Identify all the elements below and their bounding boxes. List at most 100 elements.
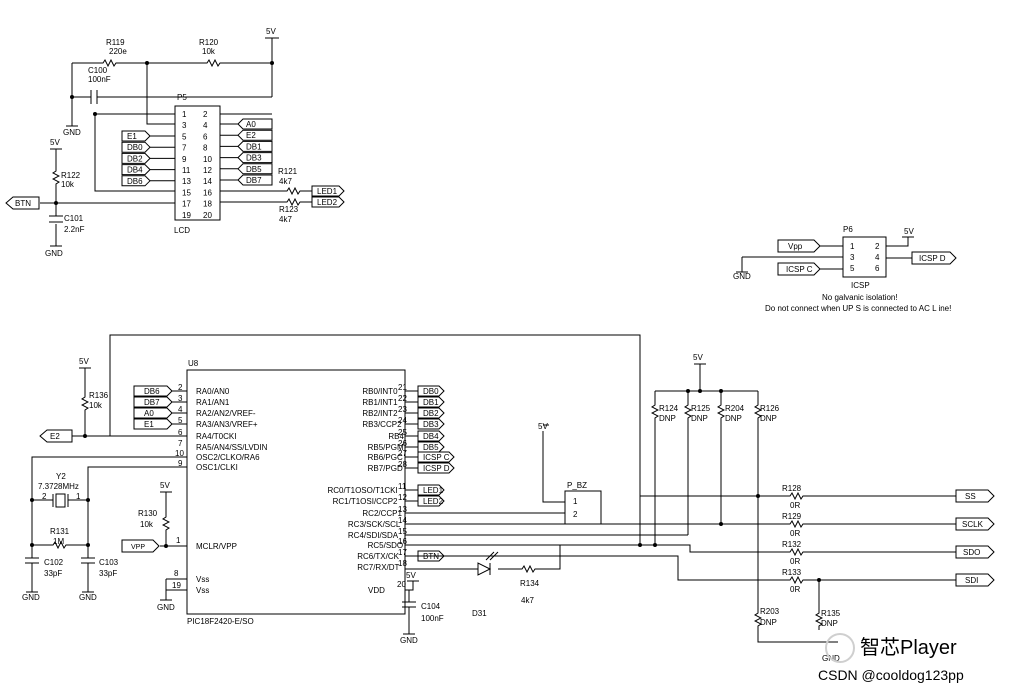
p5-tag-led2-label: LED2 [317, 198, 338, 207]
u8-pin-name-28: RB7/PGD [368, 464, 403, 473]
u8-tag-db3 [417, 418, 445, 430]
r133-ref: R133 [782, 568, 802, 577]
p6-connector [842, 236, 887, 278]
r203-value: DNP [760, 618, 777, 627]
u8-pin-7: 7 [178, 439, 183, 448]
u8-pin-15: 15 [398, 527, 407, 536]
p5-tag-db3 [237, 152, 273, 164]
y2-pin1: 1 [76, 492, 81, 501]
c101-ref: C101 [64, 214, 84, 223]
r129-ref: R129 [782, 512, 802, 521]
r119-ref: R119 [106, 38, 125, 47]
p5-pin-9: 9 [182, 155, 187, 164]
u8-pin-6: 6 [178, 428, 183, 437]
p5-tag-db6-label: DB6 [127, 177, 143, 186]
u8-pin-name-2: RA0/AN0 [196, 387, 230, 396]
r131-value: 1M [53, 537, 64, 546]
p6-pin-4: 4 [875, 253, 880, 262]
r136-ref: R136 [89, 391, 109, 400]
u8-pin-name-15: RC4/SDI/SDA [348, 531, 399, 540]
p5-tag-e1-label: E1 [127, 132, 137, 141]
c104-value: 100nF [421, 614, 444, 623]
u8-tag-e1-label: E1 [144, 420, 154, 429]
p5-tag-led1-label: LED1 [317, 187, 338, 196]
r132-value: 0R [790, 557, 800, 566]
p5-pin-7: 7 [182, 144, 187, 153]
u8-pin-10: 10 [175, 449, 184, 458]
5v-label: 5V [266, 27, 276, 36]
icsp-warning-2: Do not connect when UP S is connected to… [765, 304, 951, 313]
c100-value: 100nF [88, 75, 111, 84]
u8-pin-name-16: RC5/SDO [368, 541, 404, 550]
u8-pin-name-17: RC6/TX/CK [357, 552, 399, 561]
vss-name-1: Vss [196, 575, 209, 584]
5v-label-4: 5V [79, 357, 89, 366]
r204-value: DNP [725, 414, 742, 423]
u8-tag-icsp-d-label: ICSP D [423, 464, 450, 473]
p5-pin-5: 5 [182, 132, 187, 141]
buzzer-section: 5V P_BZ 1 2 [405, 422, 602, 525]
vpp-tag-label: Vpp [788, 242, 803, 251]
u8-tag-e1 [133, 418, 173, 430]
r136-value: 10k [89, 401, 103, 410]
p5-pin-13: 13 [182, 177, 191, 186]
p5-tag-db5-label: DB5 [246, 165, 262, 174]
r133-resistor [787, 576, 807, 584]
watermark-brand: 智芯Player [860, 636, 957, 659]
c102-value: 33pF [44, 569, 62, 578]
gnd-label-4: GND [22, 593, 40, 602]
u8-pin-11: 11 [398, 482, 407, 491]
icsp-warning-1: No galvanic isolation! [822, 293, 898, 302]
u8-pin-name-4: RA2/AN2/VREF- [196, 409, 256, 418]
u8-pin-name-9: OSC1/CLKI [196, 463, 238, 472]
u8-pin-27: 27 [398, 449, 407, 458]
u8-pin-16: 16 [398, 537, 407, 546]
led-section: R134 4k7 D31 [405, 545, 561, 618]
p5-pin-8: 8 [203, 144, 208, 153]
u8-tag-led2 [417, 495, 445, 507]
lcd-section: 5V R119 220e R120 10k GND C100 100nF P5 … [5, 27, 345, 258]
p5-tag-db1 [237, 140, 273, 152]
u8-tag-db4-label: DB4 [423, 432, 439, 441]
r128-ref: R128 [782, 484, 802, 493]
u8-pin-28: 28 [398, 460, 407, 469]
buzzer-pin1: 1 [573, 497, 578, 506]
gnd-label-2: GND [45, 249, 63, 258]
y2-ref: Y2 [56, 472, 66, 481]
btn-net-tag [5, 196, 40, 210]
u8-pin-name-12: RC1/T1OSI/CCP2 [333, 497, 398, 506]
p5-ref: P5 [177, 93, 187, 102]
p5-tag-db0-label: DB0 [127, 143, 143, 152]
r134-resistor [519, 565, 539, 573]
r121-ref: R121 [278, 167, 298, 176]
u8-pin-name-14: RC3/SCK/SCL [348, 520, 401, 529]
u8-pin-13: 13 [398, 505, 407, 514]
gnd-label-3: GND [733, 272, 751, 281]
r130-value: 10k [140, 520, 154, 529]
icsp-d-net-tag [911, 251, 957, 265]
p6-pin-5: 5 [850, 264, 855, 273]
sdi-tag-label: SDI [965, 576, 978, 585]
icsp-section: P6 ICSP 1 3 5 2 4 6 5V GND Vpp ICSP C IC… [733, 225, 957, 313]
p5-tag-e1 [121, 130, 151, 142]
r120-resistor [204, 59, 224, 67]
c104-ref: C104 [421, 602, 441, 611]
p5-pin-12: 12 [203, 166, 212, 175]
u8-tag-db7 [133, 396, 173, 408]
p5-pin-14: 14 [203, 177, 212, 186]
vss-name-2: Vss [196, 586, 209, 595]
p5-tag-db7-label: DB7 [246, 176, 262, 185]
c103-ref: C103 [99, 558, 119, 567]
u8-tag-db4 [417, 430, 445, 442]
r124-ref: R124 [659, 404, 679, 413]
gnd-label-1: GND [63, 128, 81, 137]
u8-pin-22: 22 [398, 394, 407, 403]
r125-value: DNP [691, 414, 708, 423]
vpp-net-tag-2 [121, 539, 160, 553]
p6-pin-2: 2 [875, 242, 880, 251]
p5-tag-e2-label: E2 [246, 131, 256, 140]
p5-tag-a0 [237, 118, 273, 130]
watermark: 智芯Player CSDN @cooldog123pp [818, 633, 964, 683]
